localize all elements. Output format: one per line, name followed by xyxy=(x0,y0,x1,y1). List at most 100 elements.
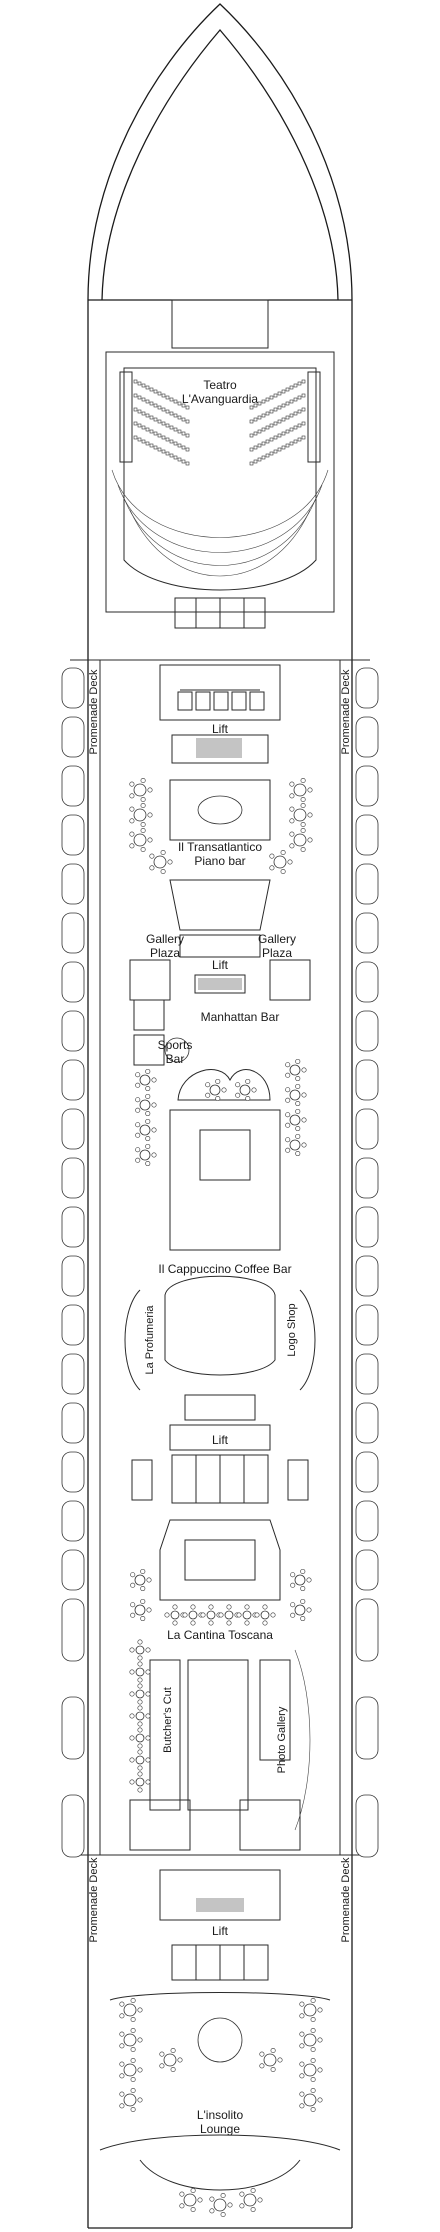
chair xyxy=(300,777,306,783)
label-gallery-plaza-right: Gallery Plaza xyxy=(257,932,296,960)
theatre-seat xyxy=(281,389,286,394)
label-gallery-plaza-left: Gallery Plaza xyxy=(145,932,184,960)
chair xyxy=(130,1582,136,1588)
label-lift-forward: Lift xyxy=(211,722,228,736)
chair xyxy=(147,837,153,843)
chair xyxy=(129,1757,135,1763)
chair xyxy=(290,1612,296,1618)
table xyxy=(153,855,167,869)
theatre-seat xyxy=(249,419,254,424)
coffee-shops-area xyxy=(124,1275,316,1421)
chair xyxy=(290,1582,296,1588)
table xyxy=(294,1604,306,1616)
chair xyxy=(135,1147,141,1153)
chair xyxy=(289,793,295,799)
table xyxy=(239,1084,251,1096)
chair xyxy=(209,2208,215,2214)
label-promenade-deck-fwd-right: Promenade Deck xyxy=(340,669,352,755)
theatre-seat xyxy=(293,425,298,430)
chair xyxy=(130,2077,136,2083)
chair xyxy=(145,1735,151,1741)
theatre-seat xyxy=(165,395,170,400)
chair xyxy=(130,2047,136,2053)
table xyxy=(135,1689,145,1699)
chair xyxy=(137,1787,143,1793)
chair xyxy=(135,1107,141,1113)
theatre-seat xyxy=(261,427,266,432)
table xyxy=(134,1604,146,1616)
theatre-seat xyxy=(253,459,258,464)
table xyxy=(303,2063,317,2077)
chair xyxy=(245,1078,251,1084)
chair xyxy=(300,847,306,853)
theatre-seat xyxy=(277,447,282,452)
theatre-seat xyxy=(137,423,142,428)
chair xyxy=(151,1077,157,1083)
chair xyxy=(300,827,306,833)
chair xyxy=(306,1607,312,1613)
theatre-seat xyxy=(181,445,186,450)
label-piano-bar: Il Transatlantico Piano bar xyxy=(177,840,263,868)
chair xyxy=(235,1092,241,1098)
chair xyxy=(300,1586,306,1592)
table xyxy=(206,1610,216,1620)
chair xyxy=(262,1620,268,1626)
lifeboat xyxy=(61,1059,85,1101)
chair xyxy=(130,2027,136,2033)
chair xyxy=(310,2017,316,2023)
chair xyxy=(270,2067,276,2073)
theatre-seat xyxy=(181,459,186,464)
lifeboat xyxy=(355,1696,379,1760)
chair xyxy=(182,1612,188,1618)
table xyxy=(209,1084,221,1096)
lifeboat xyxy=(61,1304,85,1346)
theatre-seat xyxy=(249,447,254,452)
chair xyxy=(129,1691,135,1697)
lifeboat xyxy=(61,1451,85,1493)
theatre-seat xyxy=(253,403,258,408)
chair xyxy=(220,2192,226,2198)
theatre-seat xyxy=(301,421,306,426)
lifeboat xyxy=(355,1549,379,1591)
chair xyxy=(244,1620,250,1626)
label-teatro: Teatro L'Avanguardia xyxy=(181,378,259,406)
theatre-seat xyxy=(169,425,174,430)
chair xyxy=(129,1735,135,1741)
chair xyxy=(135,1097,141,1103)
chair xyxy=(130,2017,136,2023)
chair xyxy=(145,1118,151,1124)
theatre-seat xyxy=(185,433,190,438)
theatre-seat xyxy=(173,441,178,446)
chair xyxy=(208,1604,214,1610)
chair xyxy=(250,2187,256,2193)
lifeboat xyxy=(355,1206,379,1248)
table xyxy=(135,1733,145,1743)
chair xyxy=(245,1096,251,1102)
chair xyxy=(179,2203,185,2209)
theatre-seat xyxy=(297,423,302,428)
theatre-seat xyxy=(149,415,154,420)
theatre-seat xyxy=(273,449,278,454)
theatre-seat xyxy=(153,417,158,422)
table xyxy=(289,1139,301,1151)
theatre-block xyxy=(105,299,335,629)
chair xyxy=(299,2043,305,2049)
chair xyxy=(119,2091,125,2097)
chair xyxy=(215,1096,221,1102)
lifeboat xyxy=(61,1353,85,1395)
chair xyxy=(172,1604,178,1610)
chair xyxy=(129,781,135,787)
label-logo-shop: Logo Shop xyxy=(286,1303,298,1357)
lounge-area xyxy=(99,1992,341,2191)
theatre-seat xyxy=(185,447,190,452)
chair xyxy=(269,865,275,871)
theatre-seat xyxy=(157,433,162,438)
theatre-seat xyxy=(153,389,158,394)
chair xyxy=(277,2057,283,2063)
theatre-seat xyxy=(273,421,278,426)
lifeboat xyxy=(61,1010,85,1052)
lifeboat xyxy=(61,1549,85,1591)
lifeboat xyxy=(355,1598,379,1662)
theatre-seat xyxy=(169,411,174,416)
label-coffee-bar: Il Cappuccino Coffee Bar xyxy=(158,1262,292,1276)
